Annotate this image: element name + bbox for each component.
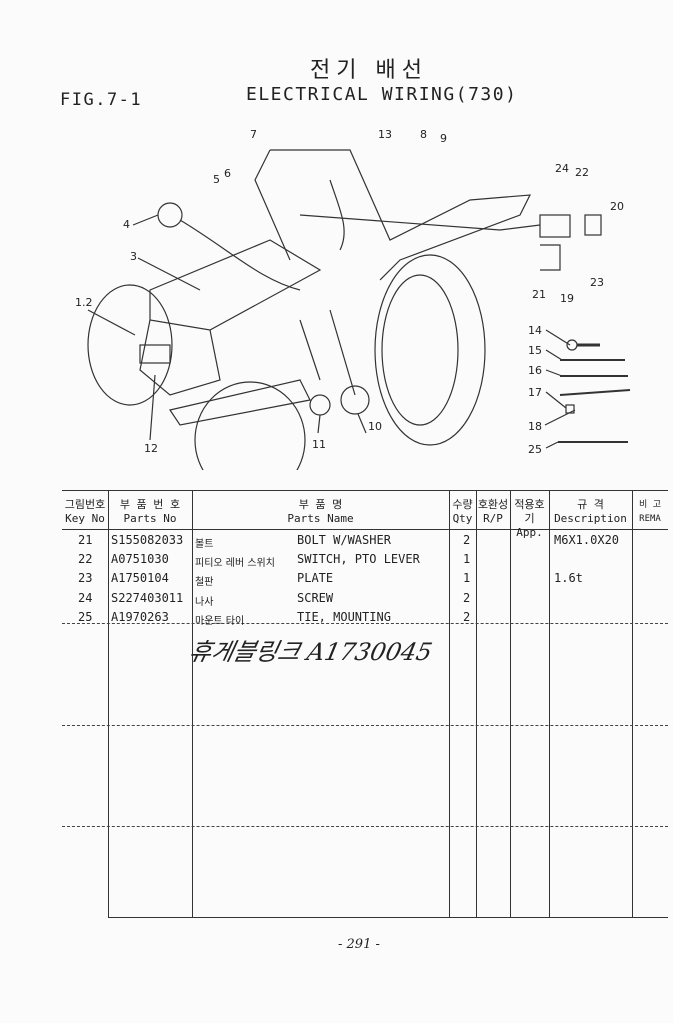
header-rema-en: REMA: [639, 514, 661, 524]
cell-name-en: PLATE: [297, 571, 334, 585]
header-key-ko: 그림번호: [64, 498, 106, 511]
callout-16: 16: [528, 364, 542, 377]
cell-name-ko: 볼트: [195, 539, 214, 550]
cell-part-no: S155082033: [111, 533, 184, 547]
header-key-en: Key No: [65, 512, 105, 525]
callout-1-2: 1.2: [75, 296, 93, 309]
cell-name-en: BOLT W/WASHER: [297, 533, 391, 547]
cell-key: 24: [78, 591, 93, 605]
callout-8: 8: [420, 128, 427, 141]
callout-25: 25: [528, 443, 542, 456]
callout-6: 6: [224, 167, 231, 180]
cell-name-en: SWITCH, PTO LEVER: [297, 552, 420, 566]
cell-part-no: A0751030: [111, 552, 169, 566]
callout-5: 5: [213, 173, 220, 186]
callout-20: 20: [610, 200, 624, 213]
page-number: - 291 -: [338, 937, 380, 952]
tractor-wiring-diagram: [87, 149, 631, 470]
header-name-en: Parts Name: [287, 512, 354, 525]
cell-desc: M6X1.0X20: [554, 533, 620, 547]
cell-name-ko: 나사: [195, 597, 214, 608]
callout-7: 7: [250, 128, 257, 141]
callout-9: 9: [440, 132, 447, 145]
cell-name-ko: 피티오 레버 스위치: [195, 558, 275, 569]
header-app-en: App.: [516, 526, 543, 539]
callout-10: 10: [368, 420, 382, 433]
cell-name-en: SCREW: [297, 591, 334, 605]
cell-desc: 1.6t: [554, 571, 583, 585]
rear-wheel-right: [374, 254, 486, 446]
cell-qty: 2: [463, 610, 471, 624]
cell-key: 21: [78, 533, 93, 547]
callout-23: 23: [590, 276, 604, 289]
callout-21: 21: [532, 288, 546, 301]
cell-key: 25: [78, 610, 93, 624]
cell-qty: 2: [463, 591, 471, 605]
header-rp-ko: 호환성: [477, 498, 509, 511]
header-partno-ko: 부 품 번 호: [119, 498, 181, 511]
cell-key: 23: [78, 571, 93, 585]
callout-4: 4: [123, 218, 130, 231]
header-rp-en: R/P: [483, 512, 503, 525]
callout-22: 22: [575, 166, 589, 179]
callout-14: 14: [528, 324, 542, 337]
header-desc-ko: 규 격: [577, 498, 604, 511]
callout-3: 3: [130, 250, 137, 263]
callout-11: 11: [312, 438, 326, 451]
callout-19: 19: [560, 292, 574, 305]
callout-18: 18: [528, 420, 542, 433]
cell-qty: 2: [463, 533, 471, 547]
callout-24: 24: [555, 162, 569, 175]
title-korean: 전기 배선: [310, 58, 428, 83]
cell-part-no: S227403011: [111, 591, 184, 605]
rear-wheel-left: [194, 381, 306, 470]
header-desc-en: Description: [554, 512, 627, 525]
header-rema-ko: 비 고: [639, 500, 661, 510]
cell-part-no: A1750104: [111, 571, 169, 585]
cell-name-en: TIE, MOUNTING: [297, 610, 391, 624]
header-qty-ko: 수량: [452, 498, 473, 511]
header-app-ko: 적용호기: [514, 498, 545, 525]
callout-12: 12: [144, 442, 158, 455]
cell-qty: 1: [463, 552, 471, 566]
cell-key: 22: [78, 552, 93, 566]
figure-label: FIG.7-1: [60, 90, 143, 110]
header-qty-en: Qty: [452, 512, 473, 525]
header-partno-en: Parts No: [123, 512, 177, 525]
cell-qty: 1: [463, 571, 471, 585]
front-wheel: [87, 284, 173, 406]
cell-part-no: A1970263: [111, 610, 169, 624]
header-name-ko: 부 품 명: [298, 498, 343, 511]
handwritten-note: 휴게블링크 A1730045: [186, 638, 435, 666]
cell-name-ko: 마운트 타이: [195, 616, 245, 627]
callout-15: 15: [528, 344, 542, 357]
callout-13: 13: [378, 128, 392, 141]
callout-17: 17: [528, 386, 542, 399]
title-english: ELECTRICAL WIRING(730): [246, 84, 518, 105]
cell-name-ko: 철판: [195, 577, 214, 588]
